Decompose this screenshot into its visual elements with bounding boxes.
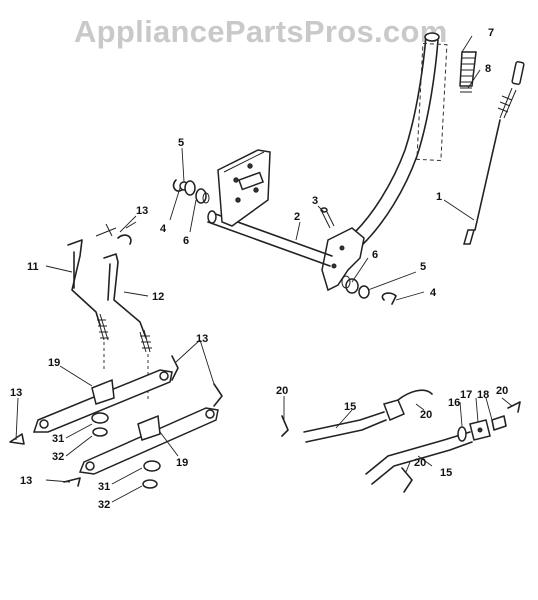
callout-5b: 5: [420, 261, 426, 273]
clips-20: [281, 415, 413, 493]
lift-arm-upper: [32, 369, 173, 433]
callout-18: 18: [477, 389, 489, 401]
bushing-right: [341, 275, 359, 294]
callout-32: 32: [52, 451, 64, 463]
callout-20-left: 20: [276, 385, 288, 397]
callout-19: 19: [48, 357, 60, 369]
lift-rod-lower: [365, 431, 473, 485]
lift-rod-upper: [303, 389, 433, 443]
callout-31b: 31: [98, 481, 110, 493]
callout-13-mid: 13: [196, 333, 208, 345]
callout-11: 11: [27, 261, 39, 273]
callout-5: 5: [178, 137, 184, 149]
clip-left: [9, 433, 25, 445]
clip-mid: [171, 355, 223, 407]
clip-bottom: [63, 477, 81, 487]
bushing-left: [195, 188, 210, 204]
callouts: 7 8 1 5 4 6 3 2 6 5 4 13 11 12 13 19 13 …: [10, 27, 508, 511]
washer-left: [184, 180, 196, 196]
clip-top-group: [95, 221, 137, 245]
callout-4b: 4: [430, 287, 437, 299]
washer-right: [358, 285, 370, 299]
callout-15-upper: 15: [344, 401, 356, 413]
handle-grip: [459, 51, 477, 87]
leader-lines: [15, 35, 513, 503]
lift-link-left: [67, 239, 109, 372]
callout-20-lower: 20: [414, 457, 426, 469]
callout-13-top: 13: [136, 205, 148, 217]
callout-31: 31: [52, 433, 64, 445]
callout-13-bottom: 13: [20, 475, 32, 487]
callout-6b: 6: [372, 249, 378, 261]
lift-link-right: [103, 253, 152, 400]
callout-16: 16: [448, 397, 460, 409]
mounting-bracket: [217, 149, 271, 227]
callout-4: 4: [160, 223, 167, 235]
spacer-lower: [142, 460, 161, 489]
watermark: AppliancePartsPros.com: [74, 14, 448, 49]
lift-arm-lower: [78, 407, 219, 475]
callout-15-lower: 15: [440, 467, 452, 479]
callout-32b: 32: [98, 499, 110, 511]
callout-1: 1: [436, 191, 442, 203]
callout-13-left: 13: [10, 387, 22, 399]
callout-6: 6: [183, 235, 189, 247]
callout-3: 3: [312, 195, 318, 207]
callout-17: 17: [460, 389, 472, 401]
callout-8: 8: [485, 63, 491, 75]
spacer-upper: [91, 412, 109, 437]
lift-handle: [321, 32, 448, 292]
handle-spring: [460, 87, 472, 93]
callout-19b: 19: [176, 457, 188, 469]
callout-20-mid: 20: [420, 409, 432, 421]
callout-2: 2: [294, 211, 300, 223]
callout-20-right: 20: [496, 385, 508, 397]
hair-pin-clip-right: [381, 292, 397, 305]
trunnion-assembly: [457, 401, 521, 442]
callout-12: 12: [152, 291, 164, 303]
callout-7: 7: [488, 27, 494, 39]
adjust-rod: [463, 61, 525, 245]
